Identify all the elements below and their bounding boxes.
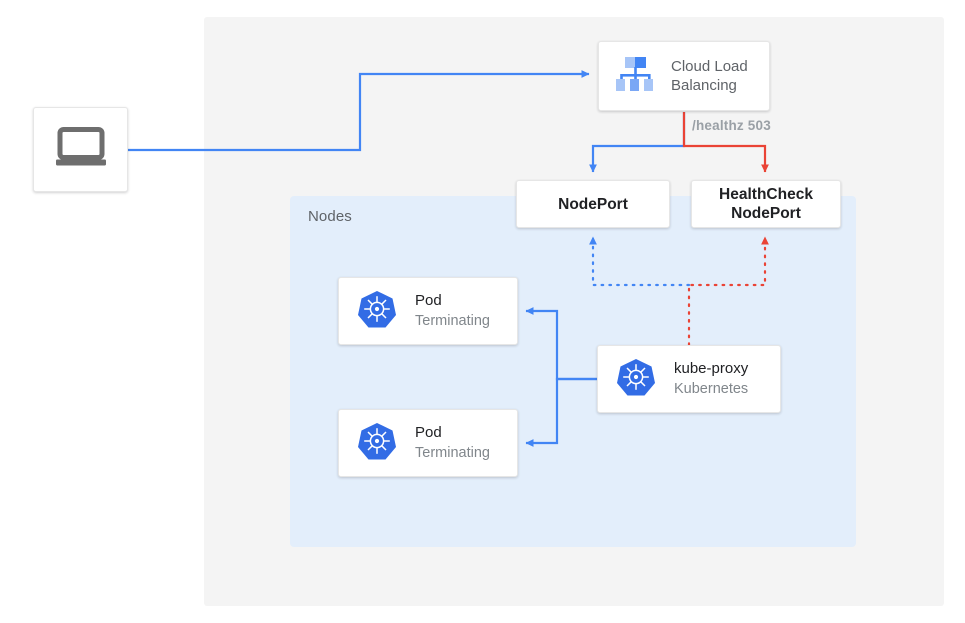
kubernetes-icon [357, 421, 397, 466]
nodeport-label: NodePort [558, 195, 628, 213]
healthz-edge-label: /healthz 503 [692, 118, 771, 133]
edge-kube-proxy-to-nodeport [589, 235, 691, 287]
edge-load-balancer-to-healthcheck-nodeport [682, 112, 769, 173]
cloud-load-balancing-card[interactable]: Cloud Load Balancing [598, 41, 770, 111]
pod-card-1[interactable]: Pod Terminating [338, 277, 518, 345]
cloud-load-balancing-label: Cloud Load Balancing [671, 57, 748, 95]
kubernetes-icon [616, 357, 656, 402]
clb-line-2: Balancing [671, 77, 737, 94]
nodes-group-label: Nodes [308, 208, 352, 225]
healthcheck-nodeport-label: HealthCheck NodePort [719, 185, 813, 223]
edge-kube-proxy-to-healthcheck-nodeport [687, 235, 769, 347]
hc-line-2: NodePort [731, 205, 801, 222]
laptop-icon [53, 125, 109, 174]
edge-load-balancer-to-nodeport [589, 112, 686, 173]
edge-client-to-load-balancer [128, 70, 590, 152]
kube-proxy-subtitle: Kubernetes [674, 381, 749, 397]
pod-title: Pod [415, 292, 442, 309]
nodeport-card[interactable]: NodePort [516, 180, 670, 228]
client-laptop-card[interactable] [33, 107, 128, 192]
edge-kube-proxy-to-pod-1 [525, 307, 597, 381]
kube-proxy-card[interactable]: kube-proxy Kubernetes [597, 345, 781, 413]
pod-title: Pod [415, 424, 442, 441]
kube-proxy-text: kube-proxy Kubernetes [674, 359, 748, 399]
cloud-load-balancing-icon [612, 52, 658, 101]
kube-proxy-title: kube-proxy [674, 360, 749, 377]
edge-kube-proxy-to-pod-2 [525, 377, 597, 447]
pod-status: Terminating [415, 445, 490, 461]
kubernetes-icon [357, 289, 397, 334]
pod-text-1: Pod Terminating [415, 291, 490, 331]
pod-status: Terminating [415, 313, 490, 329]
pod-text-2: Pod Terminating [415, 423, 490, 463]
hc-line-1: HealthCheck [719, 186, 813, 203]
healthcheck-nodeport-card[interactable]: HealthCheck NodePort [691, 180, 841, 228]
clb-line-1: Cloud Load [671, 58, 748, 75]
pod-card-2[interactable]: Pod Terminating [338, 409, 518, 477]
